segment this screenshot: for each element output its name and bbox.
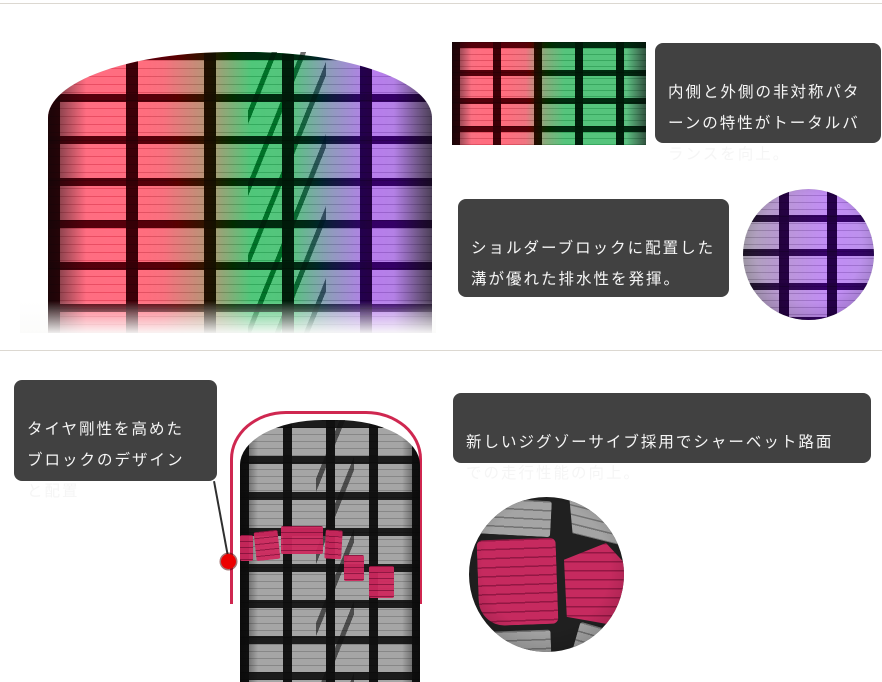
inside-outside-figure (452, 42, 646, 145)
highlight-block (240, 535, 253, 561)
main-tread-figure (20, 40, 436, 333)
highlight-block (564, 543, 624, 627)
highlight-block (369, 566, 394, 598)
highlight-block (253, 529, 281, 562)
bottom-fade (20, 301, 436, 333)
callout-block-rigidity: タイヤ剛性を高めた ブロックのデザイン と配置 (14, 380, 217, 500)
callout-asymmetric-pattern: 内側と外側の非対称パタ ーンの特性がトータルバ ランスを向上。 (655, 43, 881, 163)
callout-text: タイヤ剛性を高めた ブロックのデザイン と配置 (27, 421, 185, 500)
callout-text: 内側と外側の非対称パタ ーンの特性がトータルバ ランスを向上。 (668, 84, 861, 163)
jigsaw-circle-figure (469, 497, 624, 652)
section-divider (0, 350, 882, 351)
highlight-block (344, 555, 364, 581)
highlight-block (324, 529, 343, 560)
tread-texture (452, 42, 646, 145)
vignette-overlay (743, 189, 874, 320)
contact-patch-arc (230, 411, 422, 604)
edge-shade-overlay (48, 52, 432, 333)
callout-text: ショルダーブロックに配置した 溝が優れた排水性を発揮。 (471, 240, 716, 288)
pointer-dot (221, 554, 236, 569)
top-divider (0, 3, 882, 4)
callout-shoulder-drainage: ショルダーブロックに配置した 溝が優れた排水性を発揮。 (458, 199, 729, 297)
leader-line (213, 481, 231, 564)
tread-texture (48, 52, 432, 333)
color-tint-overlay (743, 189, 874, 320)
shoulder-circle-figure (743, 189, 874, 320)
callout-text: 新しいジグゾーサイブ採用でシャーベット路面 での走行性能の向上。 (466, 434, 834, 482)
vignette-overlay (469, 497, 624, 652)
highlight-block (281, 526, 323, 554)
callout-jigsaw-sipes: 新しいジグゾーサイブ採用でシャーベット路面 での走行性能の向上。 (453, 393, 871, 482)
edge-shade-overlay (452, 42, 646, 145)
